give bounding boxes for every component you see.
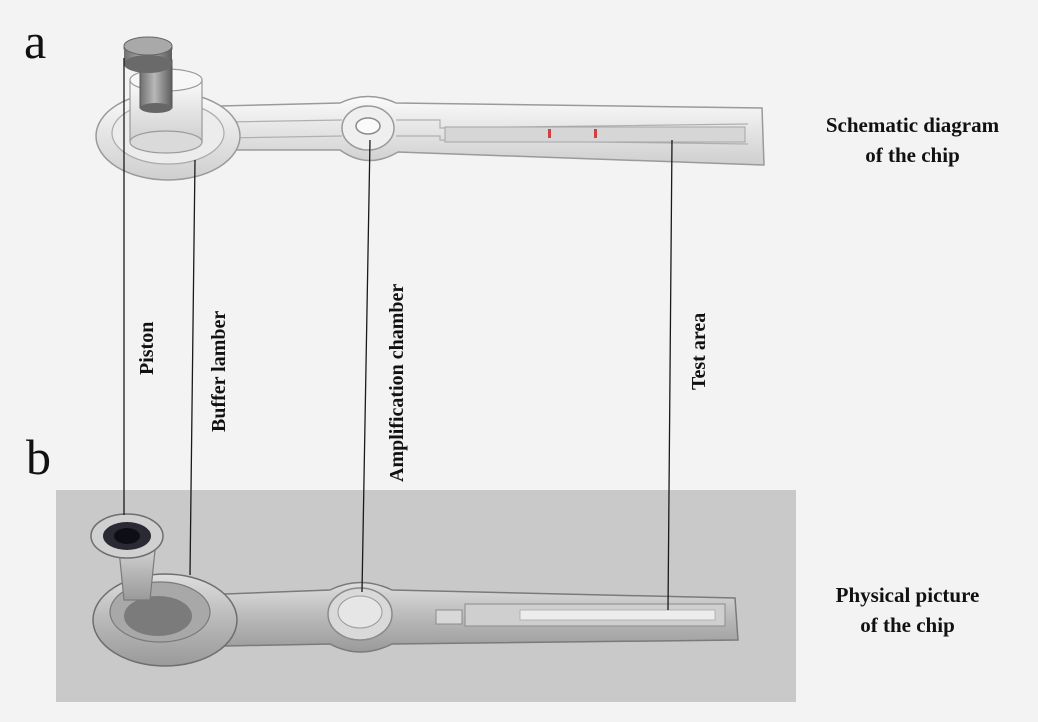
buffer-label: Buffer lamber bbox=[208, 310, 230, 432]
piston-label: Piston bbox=[136, 321, 158, 375]
test-line-mark bbox=[548, 129, 551, 138]
leader-lines bbox=[123, 58, 673, 611]
panel-letter-b: b bbox=[26, 429, 51, 485]
amplification-leader-line bbox=[361, 139, 371, 593]
physical-caption-line1: Physical picture bbox=[835, 583, 980, 607]
schematic-caption-line1: Schematic diagram bbox=[825, 113, 1000, 137]
physical-caption: Physical picture of the chip bbox=[795, 580, 1020, 640]
schematic-caption-line2: of the chip bbox=[865, 143, 960, 167]
amplification-label: Amplification chamber bbox=[386, 283, 408, 482]
schematic-chip bbox=[95, 36, 765, 181]
physical-chip bbox=[90, 513, 739, 667]
test-leader-line bbox=[667, 139, 673, 611]
control-line-mark bbox=[594, 129, 597, 138]
physical-caption-line2: of the chip bbox=[860, 613, 955, 637]
buffer-leader-line bbox=[189, 159, 196, 576]
schematic-caption: Schematic diagram of the chip bbox=[790, 110, 1035, 170]
panel-letter-a: a bbox=[24, 13, 47, 69]
test-label: Test area bbox=[688, 312, 710, 390]
